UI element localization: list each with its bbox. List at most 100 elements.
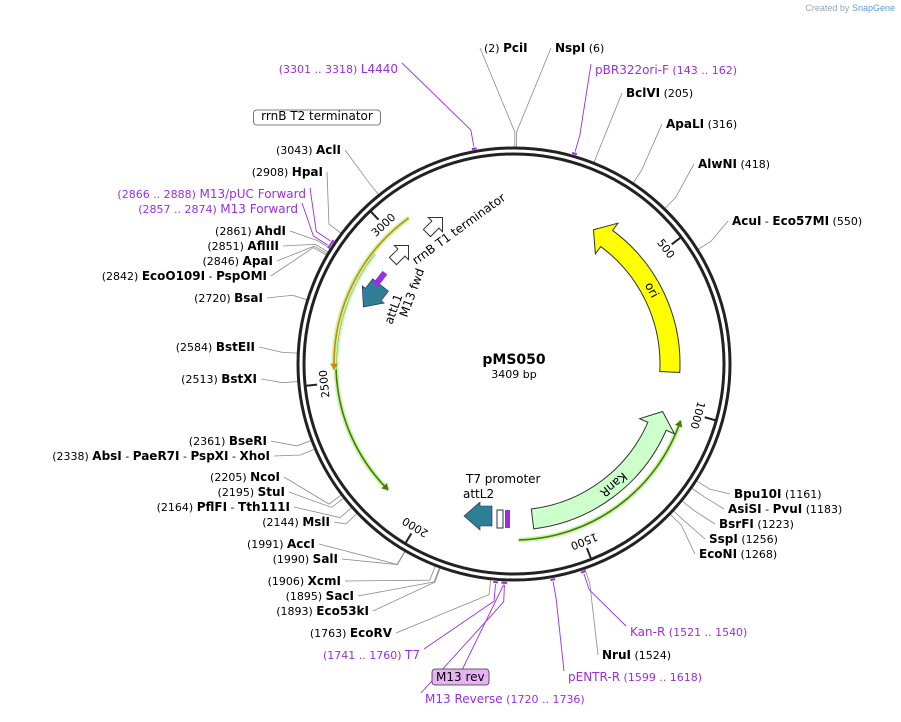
- enzyme-absi-paer7i-pspxi-xhoi-leader: [273, 448, 315, 457]
- feature-t7-promoter[interactable]: [496, 509, 510, 529]
- feature-rrnb-t2-terminator-label: rrnB T2 terminator: [261, 109, 373, 123]
- enzyme-bseri-leader: [270, 440, 312, 447]
- enzyme-econi-label[interactable]: EcoNI (1268): [699, 547, 777, 561]
- feature-kanr-arrow[interactable]: [530, 410, 676, 530]
- enzyme-bseri-label[interactable]: (2361) BseRI: [189, 434, 267, 448]
- enzyme-apali-label[interactable]: ApaLI (316): [666, 117, 737, 131]
- enzyme-nrui-leader: [584, 568, 599, 656]
- primer-m13-forward-label[interactable]: (2857 .. 2874) M13 Forward: [138, 202, 298, 216]
- enzyme-xcmi-label[interactable]: (1906) XcmI: [268, 574, 341, 588]
- enzyme-bpu10i-label[interactable]: Bpu10I (1161): [734, 487, 822, 501]
- primer-m13-reverse-label[interactable]: M13 Reverse (1720 .. 1736): [425, 692, 585, 706]
- feature-rrnb-t1-terminator-glyph: [388, 245, 409, 266]
- plasmid-length: 3409 bp: [491, 368, 536, 381]
- enzyme-sali-leader: [341, 551, 406, 566]
- tick-500: [671, 236, 682, 246]
- backbone-ring: [296, 146, 732, 582]
- enzyme-alwni-label[interactable]: AlwNI (418): [698, 157, 770, 171]
- enzyme-econi-leader: [670, 514, 696, 555]
- enzyme-msli-label[interactable]: (2144) MslI: [262, 515, 330, 529]
- enzyme-bsrfi-label[interactable]: BsrFI (1223): [719, 517, 794, 531]
- enzyme-eco53ki-label[interactable]: (1893) Eco53kI: [276, 604, 369, 618]
- enzyme-afliii-leader: [282, 243, 329, 253]
- primer-l4440-label[interactable]: (3301 .. 3318) L4440: [279, 62, 398, 76]
- enzyme-acci-label[interactable]: (1991) AccI: [247, 537, 315, 551]
- enzyme-ahdi-label[interactable]: (2861) AhdI: [215, 224, 286, 238]
- enzyme-bsteii-label[interactable]: (2584) BstEII: [176, 340, 255, 354]
- enzyme-nrui-label[interactable]: NruI (1524): [602, 648, 671, 662]
- primer-m13-puc-forward-label[interactable]: (2866 .. 2888) M13/pUC Forward: [117, 187, 306, 201]
- enzyme-bclvi-label[interactable]: BclVI (205): [626, 86, 693, 100]
- enzyme-pflfi-tth111i-leader: [293, 506, 352, 519]
- feature-m13-fwd-label: M13 fwd: [397, 266, 428, 319]
- enzyme-apai-leader: [276, 245, 328, 262]
- enzyme-bpu10i-leader: [696, 480, 731, 495]
- enzyme-acui-eco57mi-label[interactable]: AcuI - Eco57MI (550): [732, 214, 862, 228]
- backbone-outer: [296, 146, 732, 582]
- enzyme-ecorv-leader: [395, 579, 492, 634]
- primer-pentr-r-label[interactable]: pENTR-R (1599 .. 1618): [568, 670, 702, 684]
- enzyme-nspi-leader: [515, 47, 552, 148]
- enzyme-stui-leader: [288, 491, 344, 508]
- enzyme-afliii-label[interactable]: (2851) AflIII: [207, 239, 279, 253]
- enzyme-pcii-label[interactable]: (2) PciI: [484, 41, 528, 55]
- primer-m13-forward-leader: [301, 202, 328, 246]
- enzyme-acci-leader: [318, 543, 406, 565]
- primer-pbr322ori-f-label[interactable]: pBR322ori-F (143 .. 162): [595, 63, 737, 77]
- enzyme-pflfi-tth111i-label[interactable]: (2164) PflFI - Tth111I: [157, 500, 290, 514]
- primer-pentr-r-mark: [550, 578, 556, 581]
- enzyme-ecorv-label[interactable]: (1763) EcoRV: [310, 626, 393, 640]
- enzyme-hpai-label[interactable]: (2908) HpaI: [252, 165, 323, 179]
- orf-head-0: [674, 420, 683, 428]
- enzyme-sspi-label[interactable]: SspI (1256): [709, 532, 778, 546]
- primer-l4440-mark: [471, 147, 477, 151]
- enzyme-sali-label[interactable]: (1990) SalI: [273, 552, 338, 566]
- feature-attl1[interactable]: [352, 276, 391, 315]
- primer-kan-r-label[interactable]: Kan-R (1521 .. 1540): [630, 625, 747, 639]
- primer-kan-r-leader: [583, 573, 627, 627]
- enzyme-saci-label[interactable]: (1895) SacI: [286, 589, 354, 603]
- enzyme-bsai-label[interactable]: (2720) BsaI: [194, 291, 263, 305]
- tick-label-2500: 2500: [317, 369, 333, 398]
- enzyme-absi-paer7i-pspxi-xhoi-label[interactable]: (2338) AbsI - PaeR7I - PspXI - XhoI: [52, 449, 270, 463]
- enzyme-apali-leader: [633, 123, 663, 183]
- primer-t7-label[interactable]: (1741 .. 1760) T7: [323, 648, 420, 662]
- enzyme-ncoi-label[interactable]: (2205) NcoI: [210, 470, 280, 484]
- enzyme-asisi-pvui-label[interactable]: AsiSI - PvuI (1183): [728, 502, 842, 516]
- enzyme-bsrfi-leader: [682, 500, 716, 525]
- feature-attl2-glyph: [463, 501, 493, 531]
- enzyme-nspi-label[interactable]: NspI (6): [555, 41, 604, 55]
- enzyme-msli-leader: [333, 513, 358, 525]
- enzyme-acli-label[interactable]: (3043) AclI: [276, 143, 341, 157]
- feature-attl2[interactable]: [463, 501, 493, 531]
- enzyme-acli-leader: [344, 149, 379, 195]
- primer-m13-rev-box[interactable]: [431, 668, 490, 686]
- orf-arc-2: [333, 217, 410, 370]
- enzyme-stui-label[interactable]: (2195) StuI: [218, 485, 285, 499]
- tick-2500: [305, 383, 318, 387]
- enzyme-saci-leader: [357, 567, 440, 597]
- primer-m13-rev-label[interactable]: M13 rev: [436, 670, 485, 684]
- orf-head-2: [330, 363, 339, 370]
- feature-rrnb-t1-terminator[interactable]: [386, 238, 416, 268]
- enzyme-ecoo109i-pspomi-label[interactable]: (2842) EcoO109I - PspOMI: [102, 269, 267, 283]
- leader-lines: [258, 47, 731, 694]
- tick-label-1500: 1500: [569, 530, 600, 552]
- primer-l4440-leader: [401, 62, 475, 147]
- feature-ori-arrow[interactable]: [592, 222, 681, 374]
- enzyme-apai-label[interactable]: (2846) ApaI: [202, 254, 273, 268]
- enzyme-pcii-leader: [479, 47, 516, 148]
- enzyme-bstxi-label[interactable]: (2513) BstXI: [181, 372, 257, 386]
- enzyme-bsai-leader: [266, 294, 307, 301]
- primer-m13-puc-forward-mark: [329, 239, 335, 245]
- primer-m13-rev-leader: [462, 584, 505, 670]
- enzyme-hpai-leader: [326, 171, 342, 234]
- primer-pbr322ori-f-mark: [571, 151, 578, 156]
- feature-rrnb-t2-terminator[interactable]: [420, 210, 450, 240]
- feature-attl1-glyph: [361, 278, 389, 308]
- feature-m13-fwd[interactable]: [372, 270, 388, 288]
- tick-1500: [585, 547, 593, 560]
